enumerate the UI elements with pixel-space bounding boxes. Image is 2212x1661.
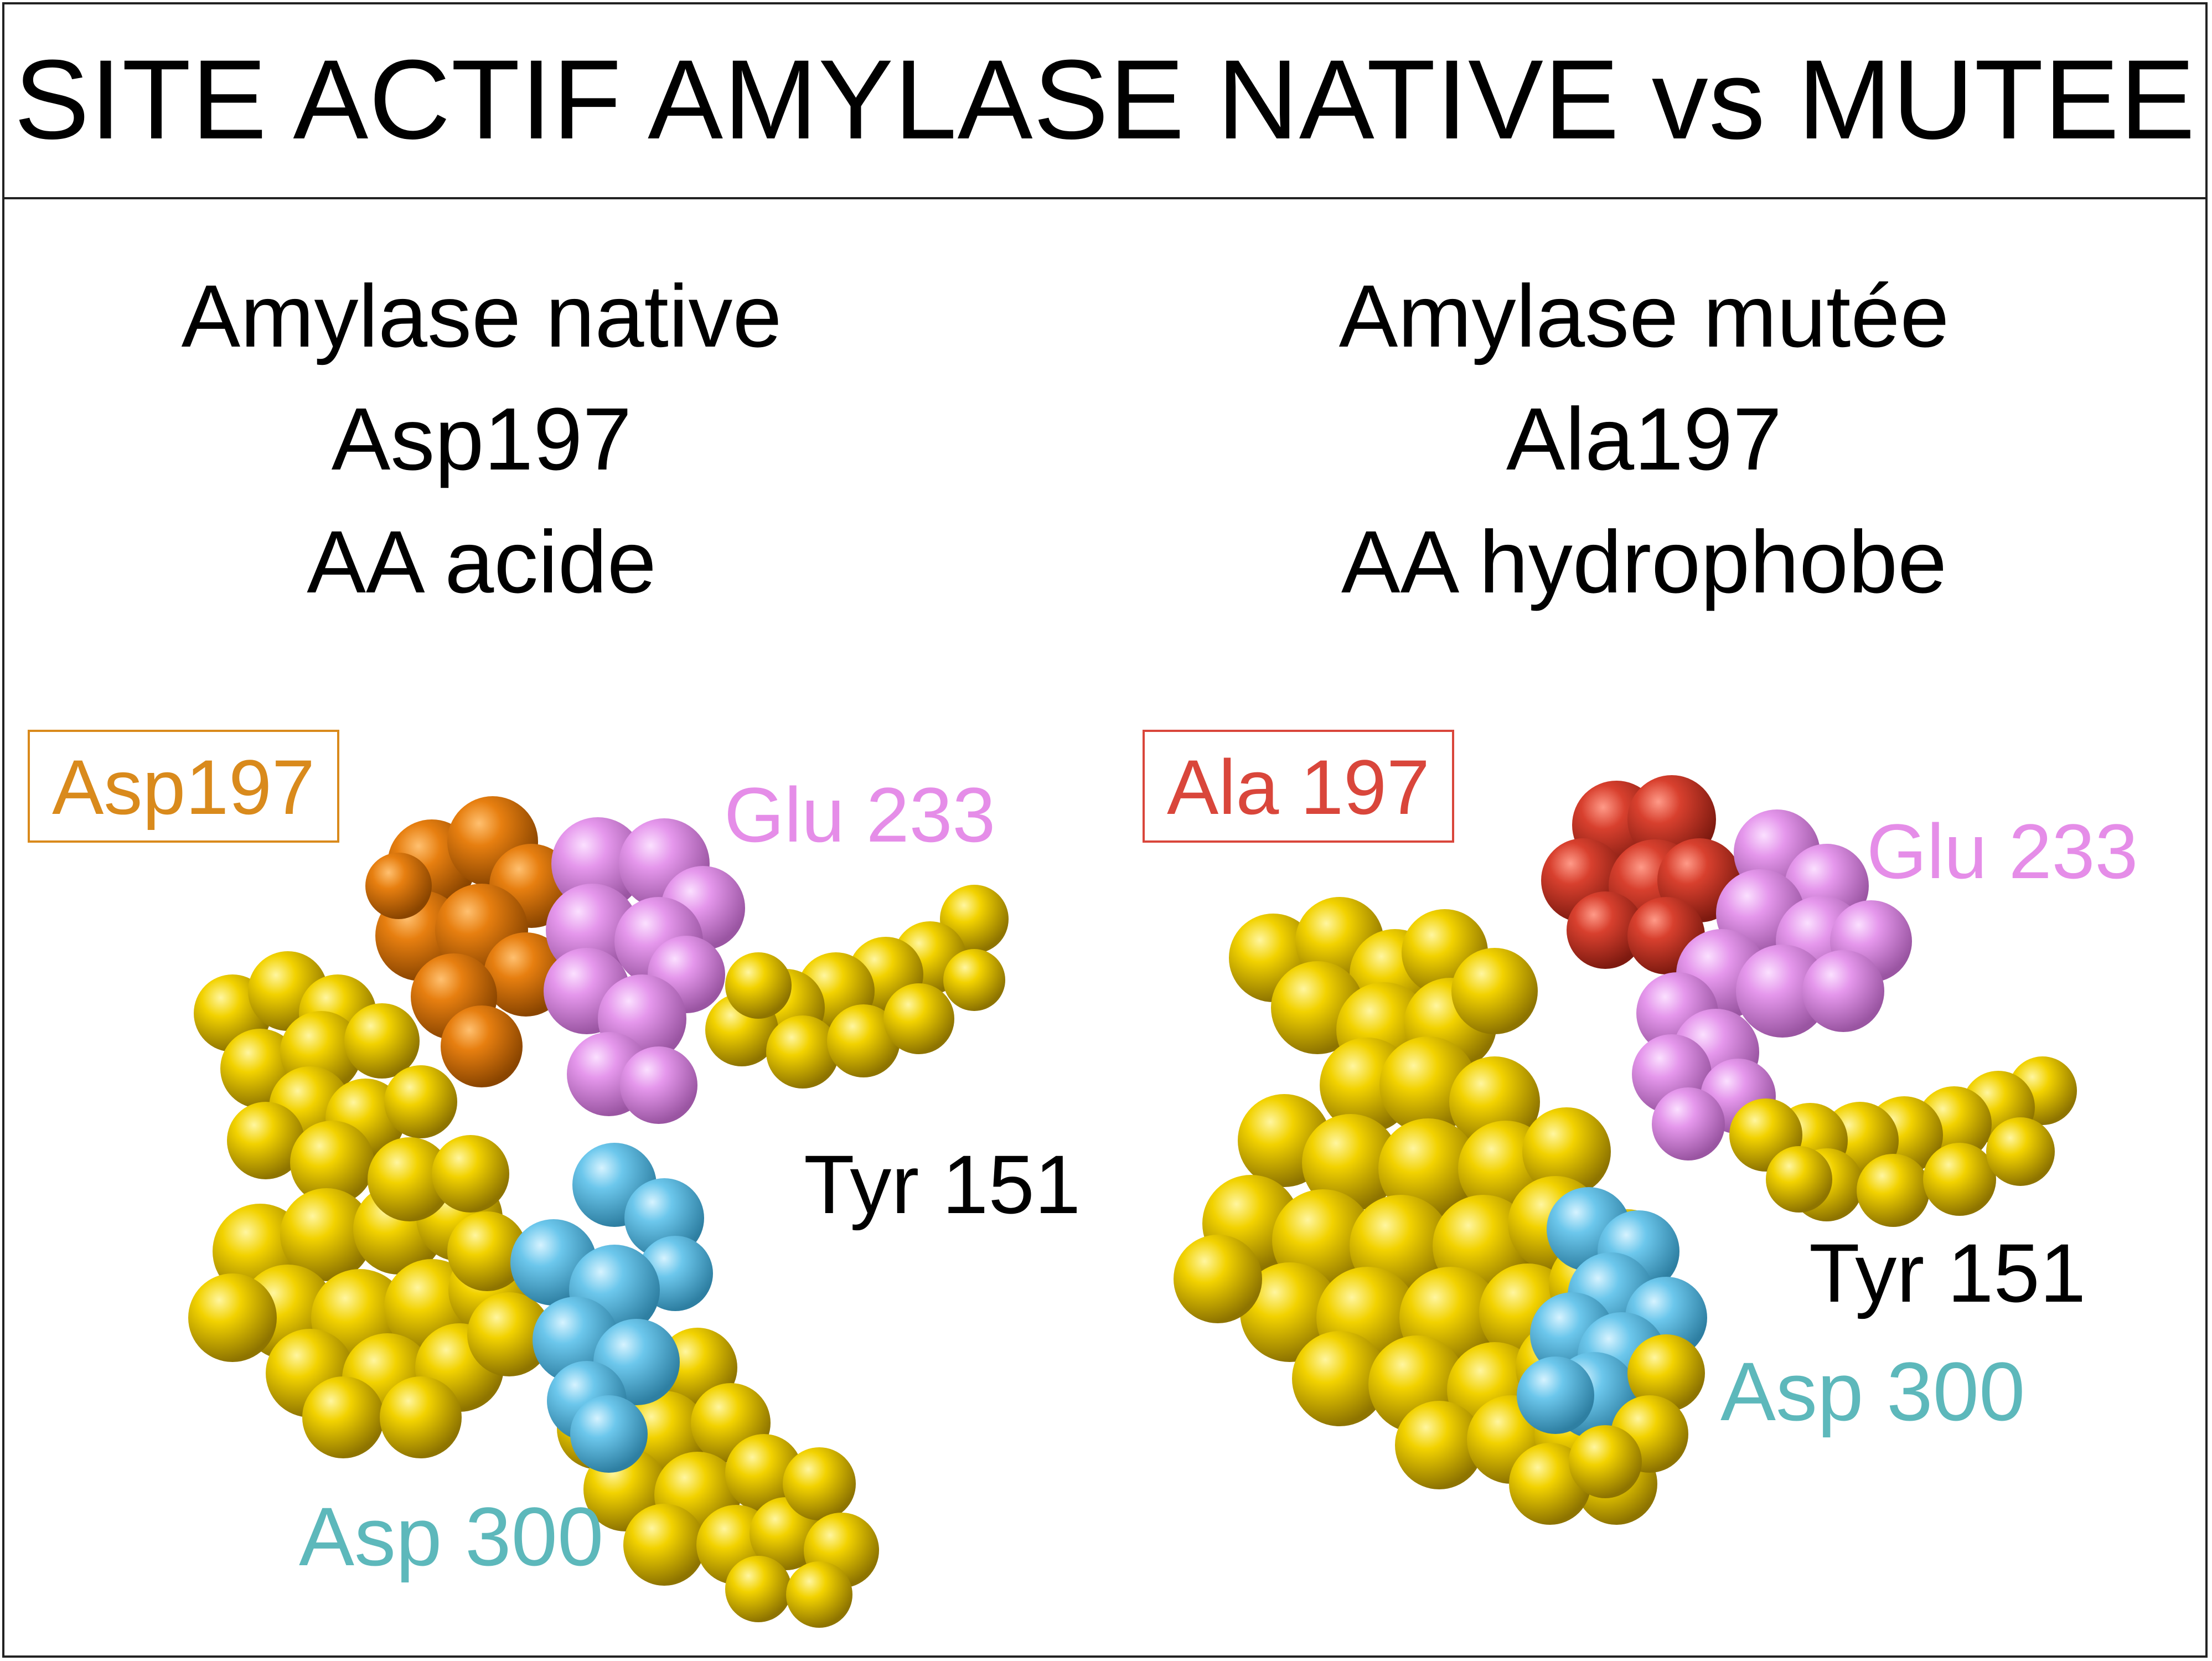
mutant-glu233-residue-atom: [1652, 1087, 1725, 1160]
native-heading: Amylase native: [181, 266, 782, 365]
native-yellow-left-cluster: [188, 951, 551, 1458]
native-yellow-left-cluster-atom: [344, 1003, 420, 1079]
mutant-yellow-main-cluster: [1174, 897, 1674, 1525]
mutant-yellow-bottom-atoms-atom: [1569, 1425, 1642, 1498]
native-glu233-residue-atom: [620, 1046, 697, 1124]
mutant-yellow-main-cluster-atom: [1522, 1107, 1611, 1196]
native-yellow-bottom-cluster-atom: [725, 1556, 792, 1622]
native-yellow-left-cluster-atom: [290, 1121, 374, 1205]
mutant-asp300-label: Asp 300: [1720, 1345, 2025, 1438]
mutant-yellow-main-cluster-atom: [1240, 1262, 1340, 1362]
native-yellow-left-cluster-atom: [432, 1135, 509, 1213]
native-property: AA acide: [307, 512, 657, 611]
mutant-yellow-bottom-atoms: [1569, 1334, 1705, 1498]
native-glu233-residue: [544, 817, 745, 1124]
mutant-yellow-main-cluster-atom: [1451, 948, 1538, 1034]
mutant-yellow-main-cluster-atom: [1292, 1331, 1387, 1426]
native-asp300-label: Asp 300: [299, 1490, 604, 1583]
native-yellow-left-cluster-atom: [380, 1376, 462, 1458]
mutant-yellow-main-cluster-atom: [1395, 1401, 1484, 1489]
mutant-yellow-main-cluster-atom: [1378, 1118, 1478, 1218]
native-asp300-residue-atom: [570, 1395, 648, 1473]
mutant-property: AA hydrophobe: [1341, 512, 1947, 611]
native-residue: Asp197: [331, 389, 632, 488]
mutant-ala197-residue-atom: [1567, 891, 1644, 969]
mutant-yellow-bottom-atoms-atom: [1627, 1334, 1705, 1412]
figure-title: SITE ACTIF AMYLASE NATIVE vs MUTEE: [14, 37, 2196, 163]
mutant-tyr151-residue-atom: [1766, 1146, 1832, 1213]
mutant-tyr151-residue: [1729, 1056, 2077, 1227]
mutant-yellow-main-cluster-atom: [1302, 1114, 1399, 1211]
native-heading-block: Amylase native Asp197 AA acide: [66, 255, 897, 623]
native-asp300-residue: [510, 1143, 713, 1473]
mutant-glu233-residue-atom: [1736, 945, 1829, 1038]
mutant-structure-panel: [1105, 709, 2201, 1650]
mutant-glu233-label: Glu 233: [1867, 808, 2138, 895]
mutant-asp300-residue: [1517, 1187, 1707, 1438]
native-yellow-left-cluster-atom: [280, 1188, 373, 1281]
native-tyr151-residue-atom: [827, 1004, 900, 1077]
mutant-tyr151-residue-atom: [1857, 1154, 1930, 1227]
native-tyr151-residue-atom: [883, 983, 954, 1054]
mutant-heading-block: Amylase mutée Ala197 AA hydrophobe: [1229, 255, 2059, 623]
native-tyr151-residue: [705, 885, 1009, 1089]
mutant-asp300-residue-atom: [1517, 1356, 1594, 1434]
native-yellow-left-cluster-atom: [447, 1211, 527, 1291]
native-yellow-left-cluster-atom: [467, 1292, 551, 1376]
native-tyr151-label: Tyr 151: [804, 1138, 1081, 1231]
mutant-glu233-residue: [1632, 809, 1912, 1160]
mutant-residue: Ala197: [1506, 389, 1782, 488]
mutant-tyr151-residue-atom: [1923, 1143, 1996, 1216]
mutant-tyr151-label: Tyr 151: [1809, 1226, 2086, 1319]
title-band: SITE ACTIF AMYLASE NATIVE vs MUTEE: [2, 2, 2208, 199]
native-yellow-bottom-cluster-atom: [725, 1434, 803, 1512]
native-yellow-left-cluster-atom: [227, 1102, 304, 1179]
native-yellow-left-cluster-atom: [188, 1273, 277, 1362]
native-glu233-label: Glu 233: [724, 771, 996, 858]
native-yellow-left-cluster-atom: [302, 1376, 384, 1458]
native-yellow-left-cluster-atom: [368, 1137, 452, 1221]
mutant-tyr151-residue-atom: [1986, 1117, 2055, 1186]
native-tyr151-residue-atom: [943, 949, 1005, 1011]
mutant-ala197-label: Ala 197: [1143, 730, 1454, 843]
native-space-filling-model: [188, 796, 1009, 1628]
native-yellow-bottom-cluster-atom: [786, 1561, 852, 1628]
native-yellow-bottom-cluster-atom: [783, 1447, 856, 1520]
mutant-space-filling-model: [1174, 775, 2077, 1525]
mutant-ala197-residue: [1541, 775, 1741, 974]
native-yellow-bottom-cluster-atom: [623, 1504, 705, 1586]
native-tyr151-residue-atom: [725, 952, 792, 1019]
native-asp197-label: Asp197: [28, 730, 339, 843]
native-asp197-residue-atom: [365, 853, 432, 919]
mutant-yellow-main-cluster-atom: [1174, 1235, 1262, 1323]
mutant-glu233-residue-atom: [1802, 950, 1884, 1032]
native-glu233-residue-atom: [551, 817, 644, 910]
native-tyr151-residue-atom: [766, 1015, 839, 1089]
mutant-heading: Amylase mutée: [1338, 266, 1950, 365]
native-structure-panel: [0, 709, 1096, 1650]
native-asp197-residue-atom: [441, 1005, 523, 1087]
native-yellow-left-cluster-atom: [384, 1065, 457, 1138]
